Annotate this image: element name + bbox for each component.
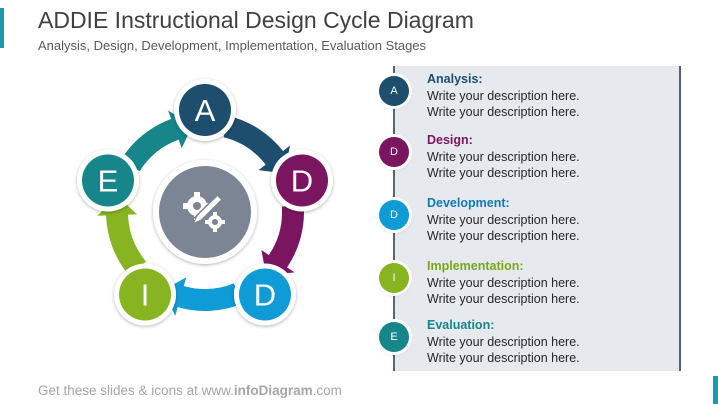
cycle-node: A (174, 79, 236, 141)
stage-description-line: Write your description here. (427, 105, 580, 119)
cycle-arrow (97, 196, 147, 276)
cycle-node-letter: E (98, 163, 119, 198)
stage-description-line: Write your description here. (427, 229, 580, 243)
cycle-arrow (261, 205, 304, 276)
stage-title: Analysis: (427, 72, 483, 86)
cycle-node-letter: A (195, 93, 216, 128)
cycle-node-letter: D (291, 163, 313, 198)
cycle-node: E (76, 149, 139, 212)
panel-right-edge (679, 66, 681, 371)
stage-description-line: Write your description here. (427, 213, 580, 227)
gear-pencil-icon (183, 192, 225, 232)
stage-badge: D (379, 200, 409, 230)
stage-title: Implementation: (427, 259, 524, 273)
cycle-arrow (163, 277, 243, 316)
footer-suffix: .com (312, 383, 342, 398)
cycle-node: I (114, 263, 177, 326)
stage-title: Evaluation: (427, 318, 495, 332)
stage-badge: A (379, 76, 409, 106)
stage-description-line: Write your description here. (427, 292, 580, 306)
stage-implementation: I Implementation: Write your description… (379, 259, 679, 315)
stage-description-line: Write your description here. (427, 335, 580, 349)
stage-description-line: Write your description here. (427, 166, 580, 180)
center-hub (153, 160, 257, 264)
stage-design: D Design: Write your description here. W… (379, 133, 679, 189)
stage-analysis: A Analysis: Write your description here.… (379, 72, 679, 128)
footer-prefix: Get these slides & icons at www. (38, 383, 234, 398)
stage-description-line: Write your description here. (427, 150, 580, 164)
stages-panel (394, 66, 680, 371)
cycle-node-letter: I (141, 278, 150, 313)
cycle-node: D (271, 149, 334, 212)
cycle-node: D (233, 263, 296, 326)
stage-title: Development: (427, 196, 510, 210)
stage-evaluation: E Evaluation: Write your description her… (379, 318, 679, 374)
stage-badge: E (379, 322, 409, 352)
cycle-arrow (223, 115, 291, 174)
stage-title: Design: (427, 133, 473, 147)
right-accent-bar (713, 376, 718, 404)
slide-subtitle: Analysis, Design, Development, Implement… (38, 38, 427, 53)
cycle-arrow (121, 110, 193, 172)
footer-credit: Get these slides & icons at www.infoDiag… (38, 383, 342, 398)
cycle-node-letter: D (254, 278, 276, 313)
slide-title: ADDIE Instructional Design Cycle Diagram (38, 7, 474, 33)
stage-description-line: Write your description here. (427, 351, 580, 365)
stage-development: D Development: Write your description he… (379, 196, 679, 252)
stage-description-line: Write your description here. (427, 89, 580, 103)
left-accent-bar (0, 8, 4, 48)
stage-badge: I (379, 263, 409, 293)
stage-badge: D (379, 137, 409, 167)
addie-cycle-diagram: A D D I E (76, 79, 334, 326)
stage-description-line: Write your description here. (427, 276, 580, 290)
footer-brand: infoDiagram (233, 383, 313, 398)
